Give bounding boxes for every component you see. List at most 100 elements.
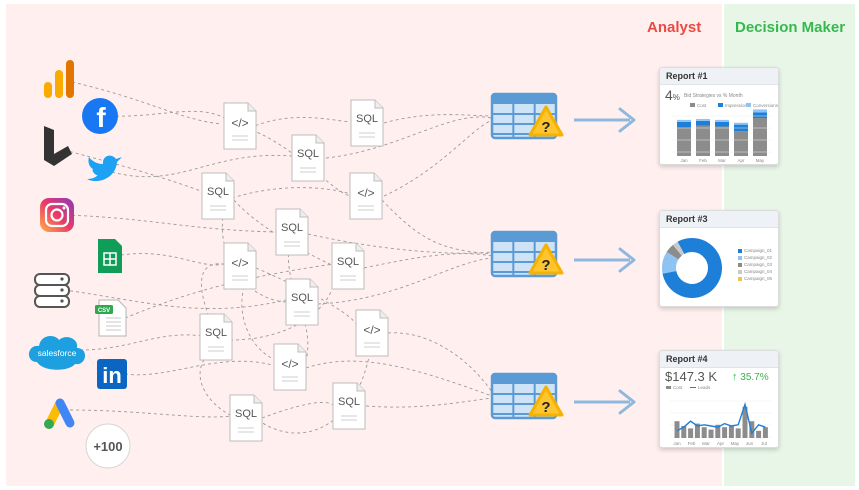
connector-line [69, 409, 233, 418]
warning-mark: ? [541, 399, 550, 416]
connector-line [114, 253, 225, 266]
database-led [60, 299, 64, 303]
bar-segment [696, 120, 710, 126]
google-analytics-icon [44, 60, 74, 98]
legend-label: Leads [698, 385, 711, 390]
document-fold [299, 209, 308, 218]
legend-swatch [718, 103, 723, 107]
legend-swatch [746, 103, 751, 107]
report-card-1[interactable]: Report #1 4% Bid Strategies vs % Month C… [659, 67, 779, 165]
bar [708, 429, 714, 438]
bar [701, 427, 707, 438]
code-doc-2: </> [349, 172, 383, 220]
bar [735, 428, 741, 438]
document-page [199, 313, 233, 361]
document-page [273, 343, 307, 391]
connector-line [317, 257, 493, 305]
bar [756, 430, 762, 438]
database-disk [34, 295, 70, 308]
connector-line [325, 116, 493, 159]
bar-segment [715, 119, 729, 122]
x-tick-label: Mar [702, 441, 710, 446]
bar [728, 426, 734, 438]
document-label: </> [231, 116, 248, 130]
warning-triangle [528, 105, 564, 137]
connector-line [65, 214, 277, 233]
connector-line [231, 187, 351, 199]
document-page [223, 102, 257, 150]
document-fold [225, 173, 234, 182]
report-title: Report #1 [660, 68, 778, 85]
donut-slice [672, 241, 685, 256]
document-fold [297, 344, 306, 353]
bar [715, 424, 721, 438]
x-tick-label: Jan [673, 441, 681, 446]
intermediate-tables: ??? [490, 92, 564, 420]
connector-line [124, 360, 277, 376]
connector-line [251, 129, 351, 197]
connector-line [387, 332, 493, 393]
salesforce-label: salesforce [38, 348, 77, 358]
connector-line [288, 239, 309, 369]
table-header [492, 94, 556, 104]
document-fold [247, 243, 256, 252]
code-doc-5: </> [273, 343, 307, 391]
legend-swatch [738, 249, 742, 253]
facebook-glyph: f [96, 102, 106, 133]
document-label: SQL [297, 148, 319, 160]
connector-line [111, 154, 293, 178]
document-fold [315, 135, 324, 144]
database-led [60, 288, 64, 292]
instagram-icon [40, 198, 74, 232]
document-label: </> [363, 323, 380, 337]
connector-line [221, 199, 287, 303]
connector-line [233, 199, 335, 267]
legend-swatch [738, 277, 742, 281]
connector-line [305, 360, 493, 397]
document-fold [374, 100, 383, 109]
csv-file-icon: CSV [95, 299, 127, 337]
document-fold [309, 279, 318, 288]
ga-bar [44, 82, 52, 98]
donut-slice [662, 238, 722, 298]
document-label: SQL [205, 327, 227, 339]
table-icon-1: ? [490, 92, 564, 140]
document-fold [379, 310, 388, 319]
connector-line [109, 110, 229, 121]
connector-line [63, 149, 205, 193]
report-metric: $147.3 K [665, 369, 718, 384]
document-fold [253, 395, 262, 404]
bar [681, 426, 687, 438]
x-tick-label: Feb [699, 158, 707, 163]
instagram-lens [50, 208, 64, 222]
legend-label: Conversions [753, 103, 778, 108]
connector-line [381, 199, 493, 255]
legend-label: Campaign_02 [744, 255, 773, 260]
more-sources-badge: +100 [85, 423, 131, 469]
legend-swatch [690, 103, 695, 107]
warning-triangle [528, 243, 564, 275]
connector-line [63, 289, 287, 310]
linkedin-icon: in [97, 359, 127, 389]
bar-segment [677, 121, 691, 128]
instagram-dot [62, 206, 66, 210]
leads-line [676, 401, 766, 435]
warning-icon: ? [528, 385, 564, 417]
connector-line [249, 116, 351, 129]
arrow-head [618, 389, 636, 415]
x-tick-label: May [756, 158, 765, 163]
connector-line [257, 339, 373, 434]
document-page [201, 172, 235, 220]
bar-segment [715, 121, 729, 127]
database-disk [34, 284, 70, 297]
document-fold [247, 103, 256, 112]
bar [688, 428, 694, 438]
connector-line [199, 337, 233, 417]
warning-mark: ? [541, 119, 550, 136]
legend-label: Campaign_05 [744, 276, 773, 281]
google-sheets-icon [98, 239, 122, 273]
